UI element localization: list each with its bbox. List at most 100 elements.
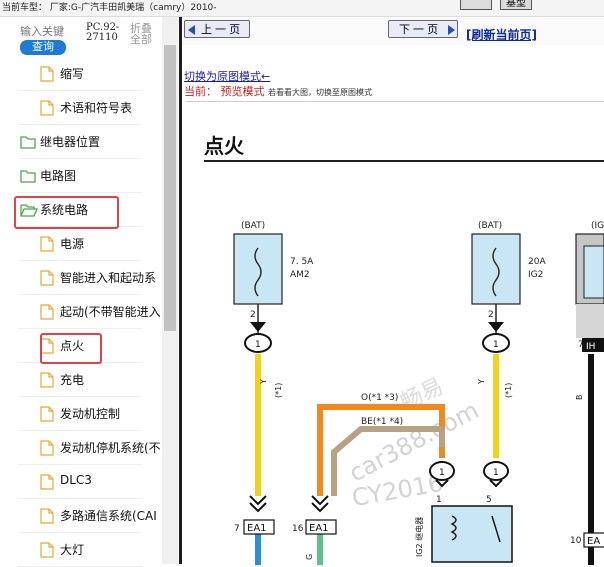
tree-item[interactable]: 发动机停机系统(不	[0, 431, 162, 464]
tree-item-label: 大灯	[60, 543, 85, 557]
file-icon	[40, 440, 54, 460]
tree-item[interactable]: 点火	[0, 329, 162, 362]
pin-2-left: 2	[250, 310, 256, 320]
relay-switch-icon	[491, 515, 501, 543]
document-view: 点火 car388.com CY2016 畅易 (BAT) (BAT) (IG …	[186, 101, 604, 565]
connector-relay-in-2: 1	[483, 461, 509, 481]
tree-item[interactable]: 多路通信系统(CAI	[0, 499, 162, 532]
wire-label-y-left: Y	[259, 379, 268, 385]
scrollbar-thumb[interactable]	[164, 45, 176, 331]
pin-7-ig: 7	[578, 340, 584, 350]
file-icon	[40, 270, 54, 290]
search-bar: 查询 PC.92- 27110 折叠 全部	[0, 17, 180, 57]
prev-page-button[interactable]: 上 一 页	[184, 20, 250, 38]
vehicle-info: 当前车型： 厂家:G-广汽丰田凯美瑞（camry）2010-	[2, 3, 217, 13]
tree-item-label: 缩写	[60, 67, 85, 81]
fuse-ig2-symbol	[492, 247, 500, 297]
relay-pin-5: 5	[486, 495, 492, 505]
tree-item[interactable]: 大灯	[0, 533, 162, 566]
tree-separator	[18, 124, 142, 125]
tree-item-label: 多路通信系统(CAI	[60, 509, 157, 523]
ig-label: (IG	[591, 221, 604, 231]
nav-bar: 上 一 页 下 一 页 [刷新当前页]	[182, 17, 604, 45]
wire-label-b: B	[575, 395, 584, 401]
search-button[interactable]: 查询	[20, 40, 66, 55]
tree-item[interactable]: 充电	[0, 363, 162, 396]
tree-item-label: 智能进入和起动系	[60, 271, 157, 285]
tree-item-label: 充电	[60, 373, 85, 387]
switch-original-mode-link[interactable]: 切换为原图模式←	[184, 70, 271, 83]
doc-title: 点火	[204, 134, 244, 158]
mode-status: 当前： 预览模式 若看看大图，切换至原图模式	[184, 83, 372, 99]
tree-separator	[18, 396, 142, 397]
doc-title-rule	[204, 160, 604, 162]
top-tab-label: 基型	[506, 0, 526, 9]
relay-name: IG2 继电器	[414, 517, 424, 557]
ea-right-label: EA	[587, 536, 600, 547]
tree-item-label: 发动机停机系统(不	[60, 441, 161, 455]
pc-code: PC.92- 27110	[86, 23, 126, 43]
connector-ih: IH	[582, 338, 604, 352]
highlight-box-system-circuit	[14, 196, 119, 229]
tree-item[interactable]: 电源	[0, 227, 162, 260]
top-tab-right[interactable]	[500, 0, 532, 10]
content-panel: 上 一 页 下 一 页 [刷新当前页] 切换为原图模式← 当前： 预览模式 若看…	[182, 17, 604, 565]
tree-item-label: 系统电路	[40, 203, 89, 217]
tree-item-label: 电源	[60, 237, 85, 251]
fuse-am2-symbol	[254, 247, 262, 297]
tree-item[interactable]: 系统电路	[0, 193, 162, 226]
mode-current: 预览模式	[220, 85, 265, 98]
tree-item-label: 发动机控制	[60, 407, 121, 421]
pc-code-line-1: PC.92-	[86, 22, 120, 33]
top-bar: 当前车型： 厂家:G-广汽丰田凯美瑞（camry）2010- 基型	[0, 0, 604, 17]
top-tab-left[interactable]	[460, 0, 492, 10]
wire-tan	[331, 426, 445, 496]
tree-item[interactable]: 术语和符号表	[0, 91, 162, 124]
wire-label-be: BE(*1 *4)	[361, 417, 403, 427]
fuse-am2-box	[233, 233, 283, 305]
chevron-relay-1	[435, 479, 449, 488]
chevron-left	[249, 495, 267, 513]
fuse-am2-name: AM2	[290, 270, 310, 280]
tree-item[interactable]: 起动(不带智能进入	[0, 295, 162, 328]
file-icon	[40, 474, 54, 494]
connector-ea-right: 10 EA	[570, 532, 604, 548]
tree-item[interactable]: 发动机控制	[0, 397, 162, 430]
fuse-am2-rating: 7. 5A	[290, 257, 314, 267]
ea-right-pin: 10	[570, 536, 582, 546]
folder-icon	[20, 134, 36, 153]
tree-item-label: 起动(不带智能进入	[60, 305, 161, 319]
tree-separator	[18, 328, 142, 329]
connector-right-label: 1	[493, 340, 499, 350]
ea1-mid-label: EA1	[309, 523, 329, 534]
ea1-left-pin: 7	[234, 524, 240, 534]
tree-item-label: 电路图	[40, 169, 77, 183]
tree-separator	[18, 260, 142, 261]
tree-item[interactable]: 电路图	[0, 159, 162, 192]
arrow-left-icon	[188, 25, 195, 35]
collapse-all-button[interactable]: 折叠 全部	[130, 23, 160, 45]
pane-divider[interactable]	[179, 17, 182, 564]
relay-coil-icon	[450, 515, 457, 541]
search-input[interactable]	[20, 25, 68, 39]
tree-separator	[18, 294, 142, 295]
file-icon	[40, 372, 54, 392]
pc-code-line-2: 27110	[86, 32, 118, 43]
chevron-mid	[311, 495, 329, 513]
tree-separator	[18, 464, 142, 465]
tree-separator	[18, 226, 142, 227]
tree-item-label: 术语和符号表	[60, 101, 133, 115]
tree-item[interactable]: 继电器位置	[0, 125, 162, 158]
tree-item[interactable]: 智能进入和起动系	[0, 261, 162, 294]
connector-left-label: 1	[255, 340, 261, 350]
next-page-button[interactable]: 下 一 页	[388, 20, 458, 38]
arrow-right-icon	[448, 25, 455, 35]
tree-item[interactable]: DLC3	[0, 465, 162, 498]
connector-right: 1	[482, 322, 510, 353]
file-icon	[40, 236, 54, 256]
tree-item[interactable]: 缩写	[0, 57, 162, 90]
refresh-page-link[interactable]: [刷新当前页]	[466, 28, 537, 42]
wire-label-y-right: Y	[477, 379, 486, 385]
connector-ih-label: IH	[586, 342, 595, 352]
circuit-diagram: car388.com CY2016 畅易 (BAT) (BAT) (IG 7. …	[233, 221, 604, 565]
